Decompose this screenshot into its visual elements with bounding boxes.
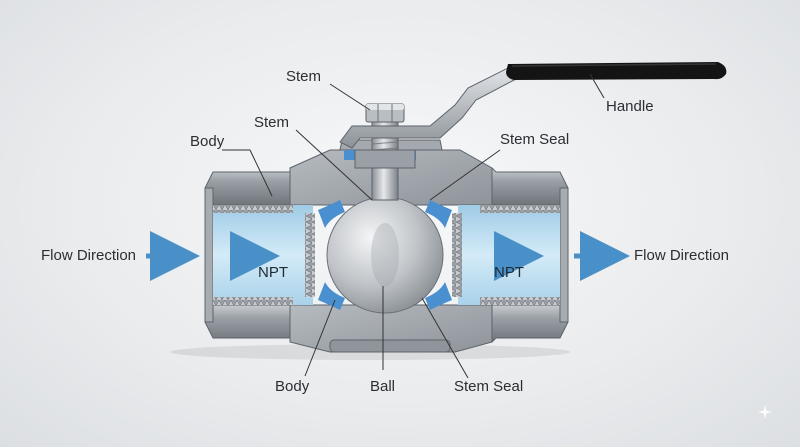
leader-stem-seal-bottom (421, 297, 469, 379)
leader-body-top (222, 149, 273, 197)
label-stem-mid: Stem (254, 114, 290, 131)
label-npt-right: NPT (494, 264, 524, 281)
label-handle: Handle (606, 98, 654, 115)
leader-body-bottom (304, 299, 336, 377)
label-body-top: Body (190, 133, 225, 150)
label-ball: Ball (370, 378, 396, 395)
leader-stem-seal-top (429, 149, 501, 201)
leader-stem-top (329, 83, 371, 111)
label-flow-direction-out: Flow Direction (634, 247, 730, 264)
leader-stem-mid (295, 129, 373, 201)
stem-nut (365, 103, 405, 123)
label-npt-left: NPT (258, 264, 288, 281)
label-stem-seal-top: Stem Seal (500, 131, 570, 148)
leader-handle (589, 73, 605, 99)
sparkle-icon (758, 405, 772, 419)
label-body-bottom: Body (275, 378, 310, 395)
label-stem-seal-bottom: Stem Seal (454, 378, 524, 395)
ball-bore (371, 223, 399, 287)
handle (339, 62, 727, 149)
seat-seals (318, 150, 452, 310)
label-stem-top: Stem (286, 68, 322, 85)
label-flow-direction-in: Flow Direction (41, 247, 137, 264)
leader-lines (222, 73, 605, 379)
gland-nut (354, 149, 416, 169)
